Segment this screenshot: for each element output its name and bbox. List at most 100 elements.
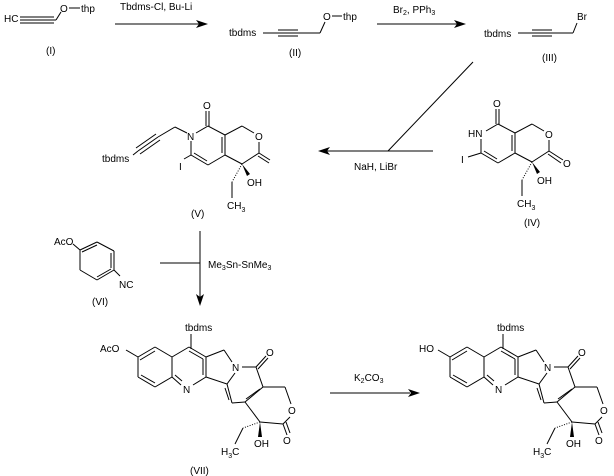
bond [285, 421, 291, 434]
bond [437, 349, 451, 358]
compound-II: tbdms O thp (II) [229, 12, 357, 59]
bond [594, 423, 600, 436]
bond [139, 350, 156, 361]
bond [258, 152, 271, 161]
reaction-arrow-1: Tbdms-Cl, Bu-Li [115, 2, 208, 28]
bond [188, 346, 207, 358]
bond [224, 387, 230, 401]
bond [514, 152, 533, 163]
bond [451, 350, 468, 361]
atom-n-ring: N [232, 363, 239, 374]
bond [594, 416, 603, 425]
atom-aco: AcO [54, 237, 74, 248]
bond [531, 150, 550, 163]
bond [154, 346, 173, 358]
atom-o: O [493, 99, 501, 110]
bond [504, 376, 519, 386]
atom-o-ketone: O [578, 348, 586, 359]
bond [226, 383, 233, 404]
compound-label: (I) [46, 46, 55, 57]
bond [567, 355, 579, 368]
reaction-arrow-2: Br2, PPh3 [377, 5, 466, 28]
atom-ch3: CH3 [227, 201, 245, 214]
atom-thp: thp [81, 4, 95, 15]
bond [79, 269, 98, 281]
reaction-arrow-5: K2CO3 [330, 373, 420, 397]
bond [284, 386, 292, 405]
atom-o: O [60, 4, 68, 15]
bond [190, 154, 209, 166]
hash-bond [521, 161, 533, 181]
bond [543, 401, 558, 404]
bond [113, 269, 121, 277]
compound-label: (VII) [190, 466, 209, 476]
atom-n-quinoline: N [183, 385, 190, 396]
atom-ch3: CH3 [517, 199, 535, 212]
reagent-label: Br2, PPh3 [393, 5, 435, 17]
bond [125, 349, 139, 358]
bond [466, 346, 485, 358]
bond [485, 123, 499, 132]
compound-V: O N tbdms I O OH CH3 (V) [102, 101, 271, 220]
bond [171, 376, 182, 386]
atom-oh: OH [566, 439, 581, 450]
bond [195, 125, 209, 134]
bond [517, 349, 537, 358]
atom-tbdms: tbdms [497, 323, 524, 334]
compound-label: (VI) [92, 297, 108, 308]
atom-tbdms: tbdms [229, 28, 256, 39]
bond [557, 388, 573, 400]
bond [255, 366, 264, 388]
bond [157, 126, 176, 138]
atom-oh: OH [247, 178, 262, 189]
bond [244, 386, 264, 403]
bond [282, 416, 291, 425]
bond [226, 372, 236, 385]
compound-I: HC O thp (I) [4, 4, 95, 57]
hash-bond [242, 421, 261, 429]
bond [556, 401, 573, 423]
atom-o-ketone: O [266, 348, 274, 359]
bond [174, 374, 183, 382]
atom-o-ring: O [255, 132, 263, 143]
bond [96, 268, 112, 278]
bond [255, 355, 267, 368]
atom-o-ring: O [545, 130, 553, 141]
compound-final-product: tbdms HO N N O [419, 323, 608, 460]
reaction-arrow-3: NaH, LiBr [318, 147, 433, 173]
atom-ho: HO [419, 344, 434, 355]
arrowhead-icon [318, 147, 330, 155]
bond [139, 139, 161, 155]
bond [538, 372, 548, 385]
bond [572, 22, 578, 34]
atom-o: O [203, 101, 211, 112]
atom-tbdms: tbdms [484, 29, 511, 40]
bond [517, 376, 540, 385]
bond [135, 133, 157, 149]
bond [483, 376, 494, 386]
bond [207, 154, 226, 166]
bond [137, 136, 159, 152]
bond [497, 152, 516, 164]
compound-VI: AcO NC (VI) [54, 237, 133, 308]
wedge-bond [570, 422, 574, 437]
bond [547, 153, 562, 164]
atom-i: I [461, 155, 464, 166]
bond [140, 374, 156, 384]
bond [188, 350, 204, 360]
atom-n-quinoline: N [495, 385, 502, 396]
atom-oh: OH [254, 439, 269, 450]
bond [55, 11, 62, 21]
bond [259, 421, 284, 425]
atom-o-carbonyl: O [595, 436, 603, 447]
bond [556, 386, 576, 403]
bond [571, 421, 596, 425]
arrowhead-icon [196, 294, 204, 306]
bond [486, 374, 495, 382]
bond [538, 383, 545, 404]
reagent-label: K2CO3 [354, 373, 384, 385]
bond [245, 388, 261, 400]
bond [171, 346, 190, 358]
arrowhead-icon [454, 20, 466, 28]
atom-n: N [187, 132, 194, 143]
